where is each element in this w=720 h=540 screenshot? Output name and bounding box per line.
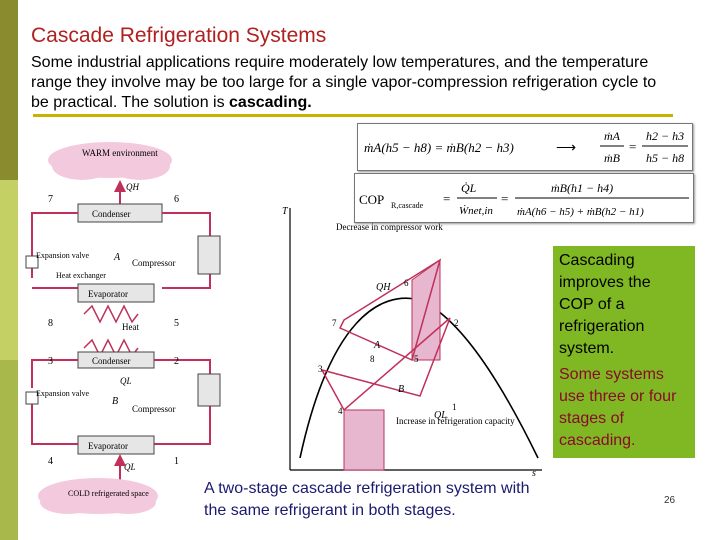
ts-point-1: 1	[452, 402, 457, 412]
qh-label: QH	[126, 182, 139, 192]
equals-sign: =	[443, 191, 450, 206]
condenser-mid-label: Condenser	[92, 356, 131, 366]
mass-ratio-frac-den: h5 − h8	[646, 151, 684, 165]
ts-point-7: 7	[332, 318, 337, 328]
sidebar-segment-mid	[0, 180, 18, 360]
ts-diagram: T s Decrease in compressor work Increase…	[282, 206, 542, 478]
loop-a-piping	[31, 212, 211, 289]
s-axis-label: s	[532, 468, 536, 478]
ts-point-4: 4	[338, 406, 343, 416]
heat-label: Heat	[122, 322, 139, 332]
sidebar-segment-bottom	[0, 360, 18, 540]
expansion-valve-b	[25, 391, 39, 405]
label-b: B	[112, 396, 118, 407]
state-5: 5	[174, 318, 179, 329]
compressor-b	[197, 373, 221, 407]
evaporator-mid	[77, 283, 155, 303]
cop-frac1-num: Q̇L	[461, 181, 477, 195]
ts-point-5: 5	[414, 354, 419, 364]
mass-ratio-num: ṁA	[604, 129, 621, 143]
expansion-valve-a	[25, 255, 39, 269]
sidebar-decoration	[0, 0, 18, 540]
intro-paragraph: Some industrial applications require mod…	[31, 53, 671, 113]
evaporator-mid-label: Evaporator	[88, 289, 128, 299]
cop-frac2-den: ṁA(h6 − h5) + ṁB(h2 − h1)	[517, 206, 644, 218]
cold-space-cloud	[38, 478, 158, 514]
heat-exchanger-label: Heat exchanger	[56, 271, 106, 280]
cop-equation-box: COP R,cascade = Q̇L Ẇnet,in = ṁB(h1 − h4…	[354, 173, 694, 223]
warm-environment-cloud	[48, 142, 172, 180]
increase-capacity-label: Increase in refrigeration capacity	[396, 416, 515, 426]
cop-subscript: R,cascade	[391, 201, 424, 210]
mass-ratio-lhs: ṁA(h5 − h8) = ṁB(h2 − h3)	[364, 140, 514, 155]
compressor-a	[197, 235, 221, 275]
mass-ratio-equation-box: ṁA(h5 − h8) = ṁB(h2 − h3) ⟶ ṁA ṁB = h2 −…	[357, 123, 693, 171]
state-2: 2	[174, 356, 179, 367]
state-4: 4	[48, 456, 53, 467]
condenser-top-label: Condenser	[92, 209, 131, 219]
label-a: A	[113, 252, 121, 263]
cascade-schematic: WARM environment QH Condenser Expansion …	[25, 142, 221, 514]
ts-point-8: 8	[370, 354, 375, 364]
compressor-a-label: Compressor	[132, 258, 176, 268]
state-3: 3	[48, 356, 53, 367]
ts-label-a: A	[373, 340, 381, 351]
ts-point-3: 3	[318, 364, 323, 374]
cycle-a-path	[338, 258, 442, 362]
ts-label-b: B	[398, 384, 404, 395]
callout-text-2: Some systems use three or four stages of…	[559, 366, 677, 449]
expansion-valve-a-label: Expansion valve	[36, 251, 90, 260]
ts-point-6: 6	[404, 278, 409, 288]
t-axis-label: T	[282, 206, 289, 217]
heat-coil-top	[83, 304, 139, 324]
loop-b-piping	[31, 359, 211, 445]
expansion-valve-b-label: Expansion valve	[36, 389, 90, 398]
equals-sign: =	[501, 191, 508, 206]
slide-title: Cascade Refrigeration Systems	[31, 24, 327, 47]
mass-ratio-den: ṁB	[604, 151, 621, 165]
ql-bottom-label: QL	[124, 462, 136, 472]
sidebar-segment-top	[0, 0, 18, 180]
compressor-b-label: Compressor	[132, 404, 176, 414]
cold-space-label: COLD refrigerated space	[68, 489, 149, 498]
cycle-b-path	[320, 317, 451, 412]
accent-rule	[33, 114, 673, 117]
mass-ratio-equation: ṁA(h5 − h8) = ṁB(h2 − h3) ⟶ ṁA ṁB = h2 −…	[364, 129, 688, 165]
state-1: 1	[174, 456, 179, 467]
evaporator-bottom-label: Evaporator	[88, 441, 128, 451]
ts-ql-label: QL	[434, 410, 447, 421]
figure-caption: A two-stage cascade refrigeration system…	[204, 480, 530, 519]
page-number: 26	[664, 495, 676, 506]
ql-mid-label: QL	[120, 376, 132, 386]
state-8: 8	[48, 318, 53, 329]
intro-text: Some industrial applications require mod…	[31, 54, 657, 111]
state-6: 6	[174, 194, 179, 205]
cop-label: COP	[359, 192, 384, 207]
callout-text-1: Cascading improves the COP of a refriger…	[559, 252, 651, 357]
ts-qh-label: QH	[376, 282, 391, 293]
cop-frac2-num: ṁB(h1 − h4)	[551, 181, 613, 195]
decrease-work-label: Decrease in compressor work	[336, 222, 443, 232]
ts-point-2: 2	[454, 318, 459, 328]
cop-frac1-den: Ẇnet,in	[459, 205, 493, 217]
warm-env-label: WARM environment	[82, 148, 158, 158]
increase-capacity-area	[343, 409, 385, 471]
callout-box: Cascading improves the COP of a refriger…	[553, 246, 695, 458]
mass-ratio-frac-num: h2 − h3	[646, 129, 684, 143]
state-7: 7	[48, 194, 53, 205]
equals-sign: =	[629, 139, 636, 154]
arrow-glyph: ⟶	[556, 141, 576, 156]
cop-equation: COP R,cascade = Q̇L Ẇnet,in = ṁB(h1 − h4…	[359, 181, 689, 218]
intro-bold: cascading.	[229, 94, 312, 111]
